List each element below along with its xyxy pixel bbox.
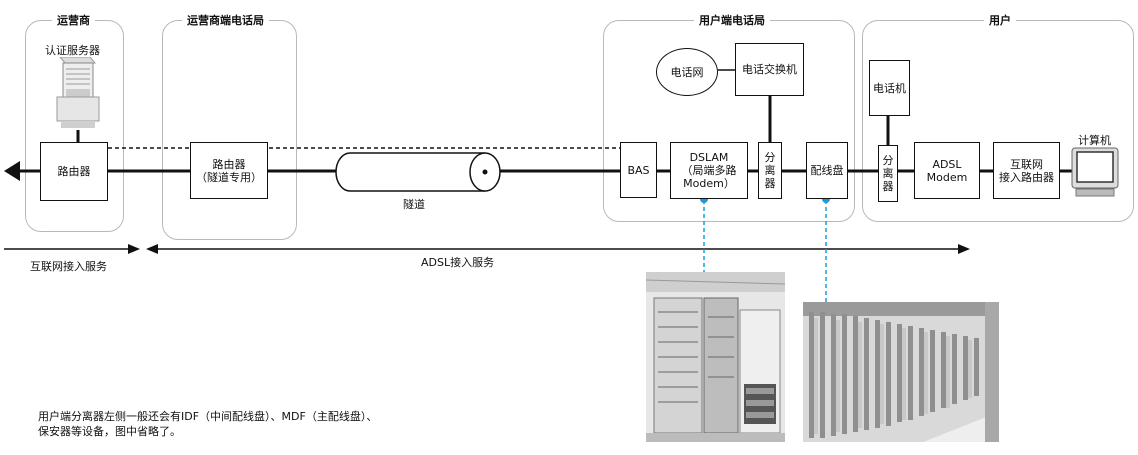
adsl-modem-label: ADSL — [932, 157, 962, 171]
office-splitter-node: 分离器 — [758, 142, 782, 199]
adsl-modem-sublabel: Modem — [926, 170, 968, 184]
phone-network-label: 电话网 — [670, 66, 704, 79]
internet-router-node: 互联网 接入路由器 — [993, 142, 1060, 199]
adsl-service-label: ADSL接入服务 — [421, 256, 495, 269]
user-splitter-node: 分离器 — [878, 145, 898, 202]
tunnel-pipe-icon — [335, 152, 501, 192]
tunnel-router-sublabel: （隧道专用） — [196, 170, 262, 184]
frame-illustration — [803, 302, 999, 442]
user-splitter-label: 分离器 — [882, 154, 894, 193]
dslam-equipment-rack-photo — [646, 272, 785, 442]
bas-node: BAS — [620, 142, 657, 198]
note-line-1: 用户端分离器左侧一般还会有IDF（中间配线盘）、MDF（主配线盘）、 — [38, 410, 378, 423]
computer-label: 计算机 — [1078, 134, 1111, 147]
tunnel-label: 隧道 — [403, 198, 425, 211]
dslam-sublabel-2: Modem） — [683, 177, 735, 190]
mdf-node: 配线盘 — [806, 142, 848, 199]
rack-illustration — [646, 272, 785, 442]
tunnel-router-node: 路由器 （隧道专用） — [190, 142, 268, 199]
internet-service-arrowhead — [128, 244, 140, 254]
internet-router-sublabel: 接入路由器 — [999, 170, 1054, 184]
dslam-label: DSLAM — [689, 151, 729, 164]
note-line-2: 保安器等设备，图中省略了。 — [38, 425, 181, 438]
server-icon — [56, 57, 100, 128]
dslam-node: DSLAM （局端多路 Modem） — [670, 142, 748, 199]
user-title: 用户 — [984, 12, 1016, 28]
telephone-node: 电话机 — [869, 60, 910, 116]
internet-service-label: 互联网接入服务 — [30, 260, 107, 273]
internet-router-label: 互联网 — [1010, 157, 1043, 171]
auth-server-label: 认证服务器 — [45, 44, 100, 57]
internet-arrow-head — [4, 161, 20, 181]
tunnel-router-label: 路由器 — [212, 157, 246, 171]
operator-title: 运营商 — [52, 12, 95, 28]
adsl-service-right-arrowhead — [958, 244, 970, 254]
distribution-frame-photo — [803, 302, 999, 442]
adsl-service-left-arrowhead — [146, 244, 158, 254]
computer-icon — [1071, 147, 1119, 197]
phone-switch-node: 电话交换机 — [735, 43, 804, 96]
adsl-modem-node: ADSL Modem — [914, 142, 980, 199]
operator-office-title: 运营商端电话局 — [182, 12, 269, 28]
router-node: 路由器 — [40, 142, 108, 201]
dslam-sublabel: （局端多路 — [681, 164, 737, 177]
office-splitter-label: 分离器 — [764, 151, 776, 190]
phone-network-cloud: 电话网 — [656, 48, 718, 96]
user-office-title: 用户端电话局 — [694, 12, 770, 28]
